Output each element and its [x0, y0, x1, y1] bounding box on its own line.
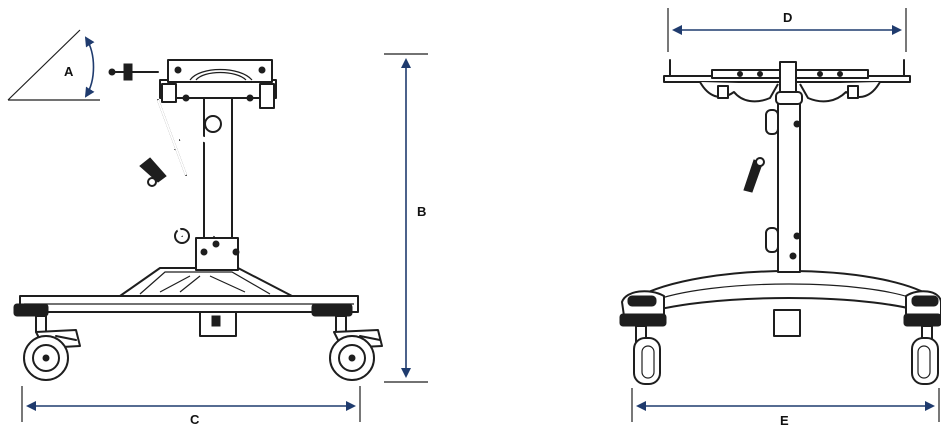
dimension-label-a: A	[64, 64, 74, 79]
tilt-angle-symbol	[7, 29, 100, 101]
dimension-label-e: E	[780, 413, 789, 427]
dimension-e	[631, 388, 940, 422]
dimension-d	[667, 8, 907, 52]
side-view-stand	[13, 59, 383, 381]
dimension-c	[21, 386, 361, 422]
dimension-label-b: B	[417, 204, 426, 219]
dimension-label-d: D	[783, 10, 792, 25]
dimension-label-c: C	[190, 412, 200, 427]
dimension-b	[384, 53, 428, 383]
front-view-stand	[619, 59, 941, 385]
